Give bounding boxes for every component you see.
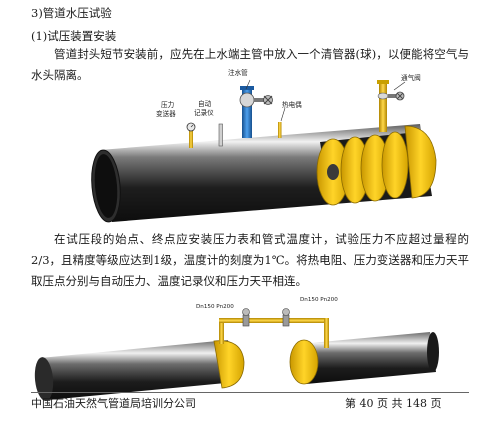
footer-rule [31,392,469,393]
footer-organization: 中国石油天然气管道局培训分公司 [31,397,196,410]
paragraph-clean-pig: 管道封头短节安装前，应先在上水端主管中放入一个清管器(球)，以便能将空气与水头隔… [31,47,469,82]
pressure-transmitter [186,122,196,148]
label-recorder-1: 自动 [198,99,212,108]
label-flange-right: Dn150 Pn200 [300,297,338,303]
label-fill-pipe: 注水管 [228,68,248,77]
section-heading: 3)管道水压试验 [31,6,112,20]
fill-pipe [239,79,273,138]
end-cap [404,125,437,199]
footer-page-number: 第 40 页 共 148 页 [345,397,442,410]
recorder-probe [218,123,223,147]
paragraph-instruments: 在试压段的始点、终点应安装压力表和管式温度计，试验压力不应超过量程的2/3，且精… [31,232,469,288]
label-flange-left: Dn150 Pn200 [196,304,234,310]
subsection-heading: (1)试压装置安装 [31,29,117,43]
label-pressure-transmitter-2: 变送器 [156,109,176,118]
cleaning-pig [316,131,428,206]
figure-pressure-balance-connection [34,308,439,401]
label-recorder-2: 记录仪 [194,109,214,117]
thermocouple [278,107,286,138]
label-thermocouple: 热电偶 [282,100,302,109]
label-pressure-transmitter-1: 压力 [161,100,174,109]
label-vent-valve: 通气阀 [401,73,421,82]
vent-pipe [377,80,406,132]
